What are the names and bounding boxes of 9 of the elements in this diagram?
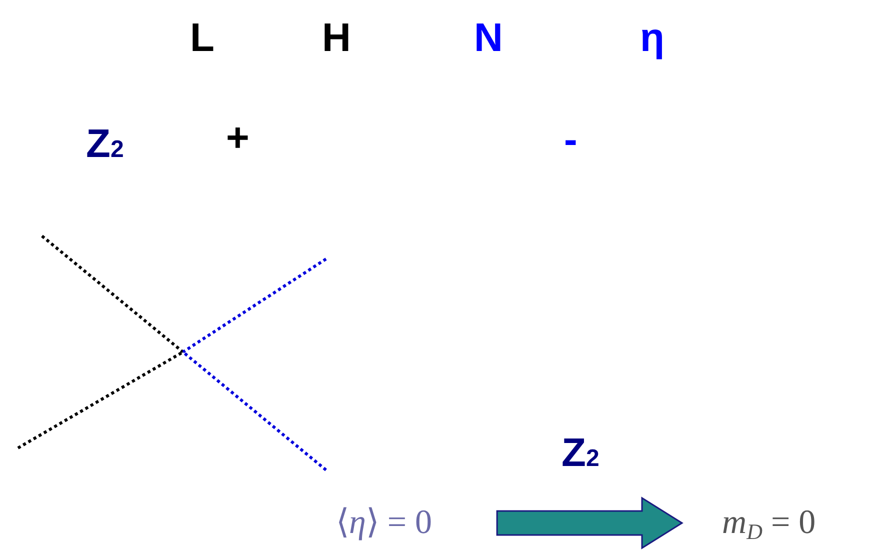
particle-label: H [322, 18, 351, 58]
equation-text: ⟨η⟩ = 0 [336, 506, 432, 540]
particle-label: η [640, 18, 664, 58]
particle-label: L [190, 18, 214, 58]
block-arrow [496, 496, 684, 550]
parity-sign: - [564, 120, 578, 160]
equation-text: m$_{D}$ = 0 [722, 506, 816, 543]
particle-label: N [474, 18, 503, 58]
parity-sign: + [226, 118, 250, 158]
